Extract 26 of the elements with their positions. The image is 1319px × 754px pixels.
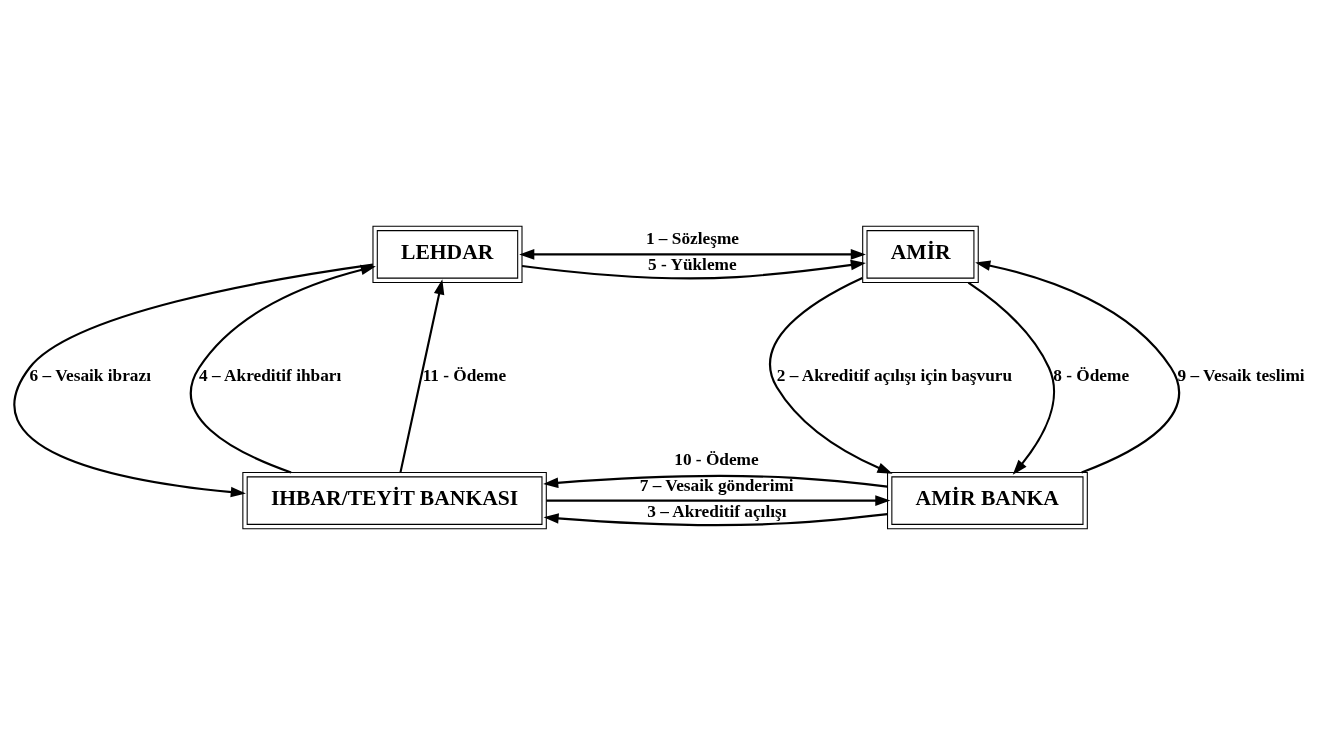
edge-label: 3 – Akreditif açılışı bbox=[647, 501, 787, 521]
arrow bbox=[546, 494, 891, 506]
arrow bbox=[967, 281, 1055, 475]
arrow bbox=[519, 248, 866, 260]
node-box: LEHDAR bbox=[372, 225, 523, 283]
edge-label: 4 – Akreditif ihbarı bbox=[199, 365, 342, 385]
arrow bbox=[975, 259, 1180, 473]
edge-label: 9 – Vesaik teslimi bbox=[1177, 365, 1305, 385]
edge-label: 6 – Vesaik ibrazı bbox=[29, 365, 151, 385]
node-box: IHBAR/TEYİT BANKASI bbox=[242, 471, 547, 529]
node-box: AMİR bbox=[862, 225, 979, 283]
node-box: AMİR BANKA bbox=[887, 471, 1088, 529]
edge-label: 8 - Ödeme bbox=[1053, 365, 1130, 385]
arrow bbox=[189, 264, 376, 473]
arrow bbox=[543, 474, 888, 488]
arrow bbox=[399, 278, 445, 473]
arrow bbox=[543, 512, 888, 526]
arrow bbox=[13, 263, 374, 497]
edge-label: 10 - Ödeme bbox=[674, 449, 759, 469]
edge-label: 2 – Akreditif açılışı için başvuru bbox=[776, 365, 1013, 385]
arrow bbox=[521, 259, 866, 279]
edge-label: 11 - Ödeme bbox=[422, 365, 507, 385]
edge-label: 7 – Vesaik gönderimi bbox=[639, 475, 794, 495]
arrow bbox=[769, 276, 893, 474]
edge-label: 5 - Yükleme bbox=[648, 254, 737, 274]
edge-label: 1 – Sözleşme bbox=[645, 228, 739, 248]
